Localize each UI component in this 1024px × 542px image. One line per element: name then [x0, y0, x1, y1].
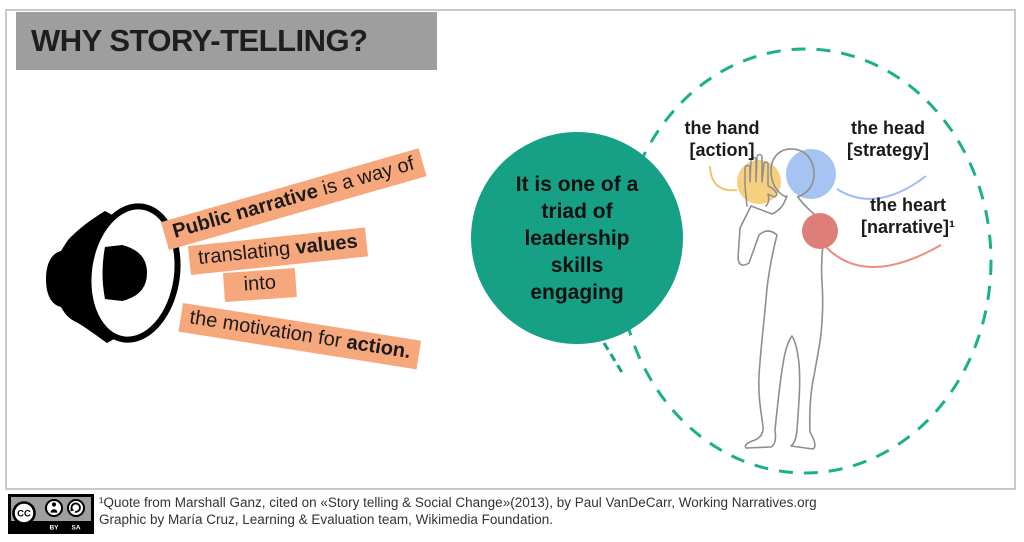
by-icon — [45, 499, 63, 517]
triad-text-line: triad of — [541, 199, 613, 223]
triad-text-line: skills — [550, 253, 604, 277]
svg-text:CC: CC — [17, 509, 31, 520]
head-outline — [770, 148, 815, 198]
triad-circle: It is one of a triad of leadership skill… — [471, 132, 683, 344]
sa-icon — [67, 499, 85, 517]
slide-border — [5, 9, 1016, 490]
triad-circle-tail — [602, 342, 625, 375]
label-heart-line2: [narrative]¹ — [860, 217, 956, 237]
title-bar: WHY STORY-TELLING? — [16, 12, 437, 70]
heart-connector-line — [825, 244, 942, 268]
attribution-line2: Graphic by María Cruz, Learning & Evalua… — [99, 512, 553, 527]
attribution-text: ¹Quote from Marshall Ganz, cited on «Sto… — [99, 494, 817, 528]
head-connector-line — [836, 175, 927, 200]
triad-text-line: leadership — [524, 226, 630, 250]
cc-icon: CC — [12, 501, 36, 525]
quote-bold-text: values — [294, 230, 359, 259]
label-head-line2: [strategy] — [846, 140, 930, 160]
label-heart-line1: the heart — [869, 195, 947, 215]
quote-snippet-3: into — [222, 268, 297, 302]
head-highlight-circle — [786, 149, 836, 199]
page-title: WHY STORY-TELLING? — [31, 23, 368, 58]
megaphone-icon — [46, 203, 181, 343]
triad-text-line: It is one of a — [515, 172, 639, 196]
human-figure — [602, 148, 942, 450]
hand-highlight-circle — [737, 160, 781, 204]
body-outline — [737, 195, 825, 450]
triad-text-line: engaging — [530, 280, 624, 304]
label-heart: the heart [narrative]¹ — [850, 194, 966, 238]
heart-highlight-circle — [802, 213, 838, 249]
attribution-line1: ¹Quote from Marshall Ganz, cited on «Sto… — [99, 495, 817, 510]
label-hand-line1: the hand — [684, 118, 760, 138]
label-head: the head [strategy] — [836, 117, 940, 161]
label-head-line1: the head — [850, 118, 925, 138]
sa-label: SA — [71, 525, 80, 532]
quote-text: into — [242, 271, 277, 296]
by-label: BY — [49, 525, 59, 532]
cc-license-badge: CC BY SA — [8, 494, 94, 534]
hand-connector-line — [709, 165, 738, 192]
label-hand: the hand [action] — [670, 117, 774, 161]
hand-outline — [744, 153, 778, 207]
label-hand-line2: [action] — [689, 140, 755, 160]
